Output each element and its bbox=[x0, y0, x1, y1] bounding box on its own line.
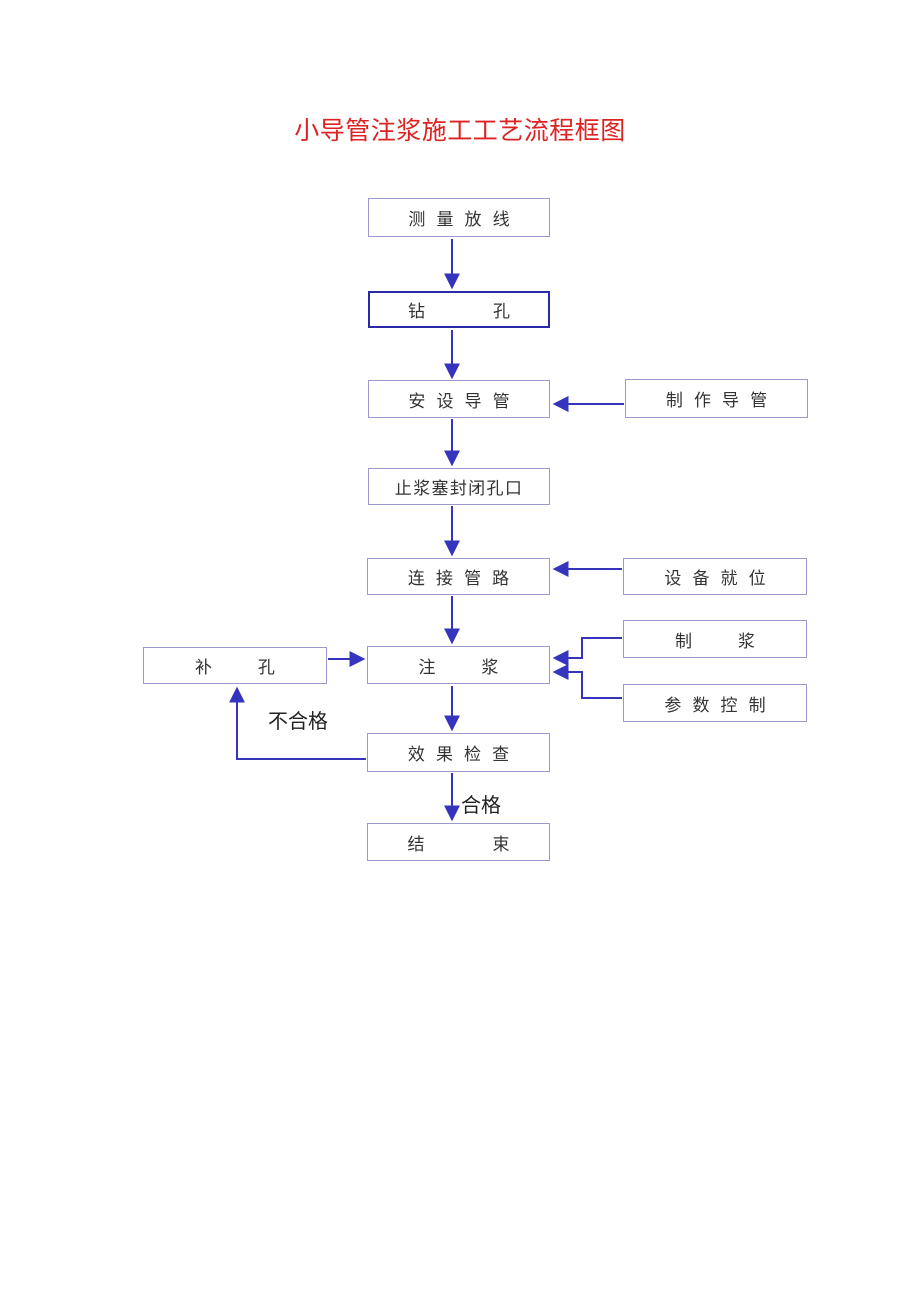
node-install-conduit-label: 安设导管 bbox=[408, 391, 521, 412]
node-patch-hole-label: 补孔 bbox=[195, 658, 321, 678]
node-finish: 结束 bbox=[367, 823, 550, 861]
node-make-grout-label: 制浆 bbox=[675, 631, 801, 652]
node-effect-inspection-label: 效果检查 bbox=[407, 745, 521, 765]
edge-label-fail: 不合格 bbox=[268, 709, 328, 733]
node-equipment-in-place-label: 设备就位 bbox=[664, 569, 777, 589]
node-drill-hole: 钻孔 bbox=[368, 291, 550, 328]
edge-label-pass: 合格 bbox=[461, 793, 501, 817]
node-parameter-control-label: 参数控制 bbox=[664, 695, 777, 716]
node-equipment-in-place: 设备就位 bbox=[623, 558, 807, 595]
diagram-title: 小导管注浆施工工艺流程框图 bbox=[294, 116, 626, 145]
node-finish-label: 结束 bbox=[407, 834, 578, 855]
node-make-conduit-label: 制作导管 bbox=[665, 391, 779, 411]
node-connect-pipes-label: 连接管路 bbox=[407, 569, 521, 589]
node-install-conduit: 安设导管 bbox=[368, 380, 550, 418]
node-grouting: 注浆 bbox=[367, 646, 550, 684]
node-make-grout: 制浆 bbox=[623, 620, 807, 658]
node-drill-hole-label: 钻孔 bbox=[408, 302, 578, 322]
node-grouting-label: 注浆 bbox=[418, 657, 545, 678]
arrow-makegrout-to-grouting bbox=[552, 637, 622, 666]
node-patch-hole: 补孔 bbox=[143, 647, 327, 684]
node-make-conduit: 制作导管 bbox=[625, 379, 808, 418]
node-seal-hole-plug: 止浆塞封闭孔口 bbox=[368, 468, 550, 505]
node-seal-hole-plug-label: 止浆塞封闭孔口 bbox=[394, 479, 524, 499]
node-survey-layout: 测量放线 bbox=[368, 198, 550, 237]
node-survey-layout-label: 测量放线 bbox=[408, 210, 521, 230]
node-connect-pipes: 连接管路 bbox=[367, 558, 550, 595]
arrow-paramcontrol-to-grouting bbox=[552, 664, 622, 699]
arrow-inspection-fail-to-patchhole bbox=[229, 686, 366, 760]
node-parameter-control: 参数控制 bbox=[623, 684, 807, 722]
node-effect-inspection: 效果检查 bbox=[367, 733, 550, 772]
